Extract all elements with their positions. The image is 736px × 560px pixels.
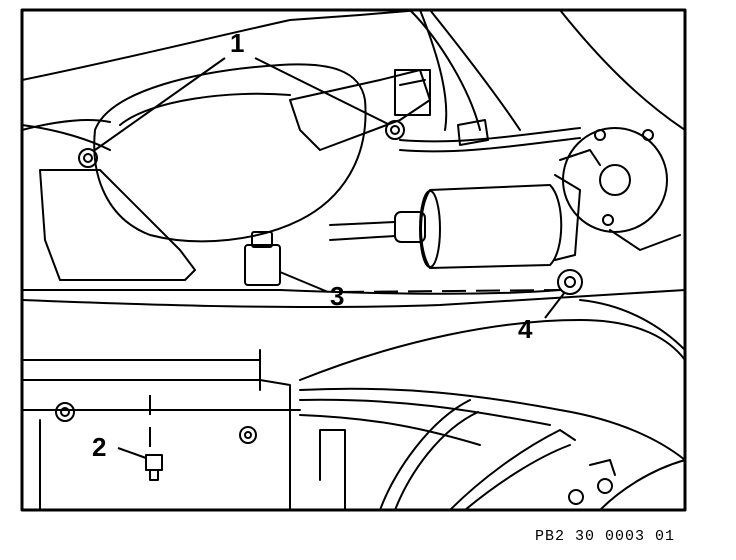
leader-1b: [254, 57, 389, 125]
left-support: [39, 169, 196, 281]
cover-inner-line: [119, 92, 291, 126]
motor-end-cap: [419, 190, 441, 268]
leader-2: [117, 447, 147, 459]
illustration-frame: [20, 8, 687, 512]
bolt-left-cover: [78, 148, 98, 168]
callout-2: 2: [92, 432, 106, 462]
gearbox-hub: [599, 164, 631, 196]
leader-1a: [94, 57, 226, 151]
leader-3: [279, 271, 329, 293]
wiper-motor-cover: [93, 63, 367, 243]
linkage-rod: [21, 124, 581, 153]
pipe-line: [379, 399, 576, 511]
wiper-motor-body: [420, 184, 563, 269]
lower-sweep: [299, 299, 686, 381]
lower-bolt-mid: [239, 426, 257, 444]
lower-bolt-left: [55, 402, 75, 422]
upper-panel-lines: [409, 9, 686, 131]
cross-member: [21, 289, 686, 309]
callout-3: 3: [330, 281, 344, 311]
hose-bundle: [299, 387, 686, 461]
linkage-clip: [457, 119, 489, 146]
bolt-item-2: [145, 454, 163, 481]
bracket-tab: [394, 69, 431, 116]
electrical-connector: [244, 244, 281, 286]
bolt-right-cover: [385, 120, 405, 140]
gearbox-bracket: [559, 149, 681, 251]
figure-reference-code: PB2 30 0003 01: [535, 528, 676, 545]
leader-4: [544, 291, 566, 319]
callout-1: 1: [230, 28, 244, 58]
callout-4: 4: [518, 314, 533, 344]
motor-shaft: [394, 211, 426, 243]
bolt-item-4: [557, 269, 583, 295]
mounting-bracket: [289, 69, 431, 151]
